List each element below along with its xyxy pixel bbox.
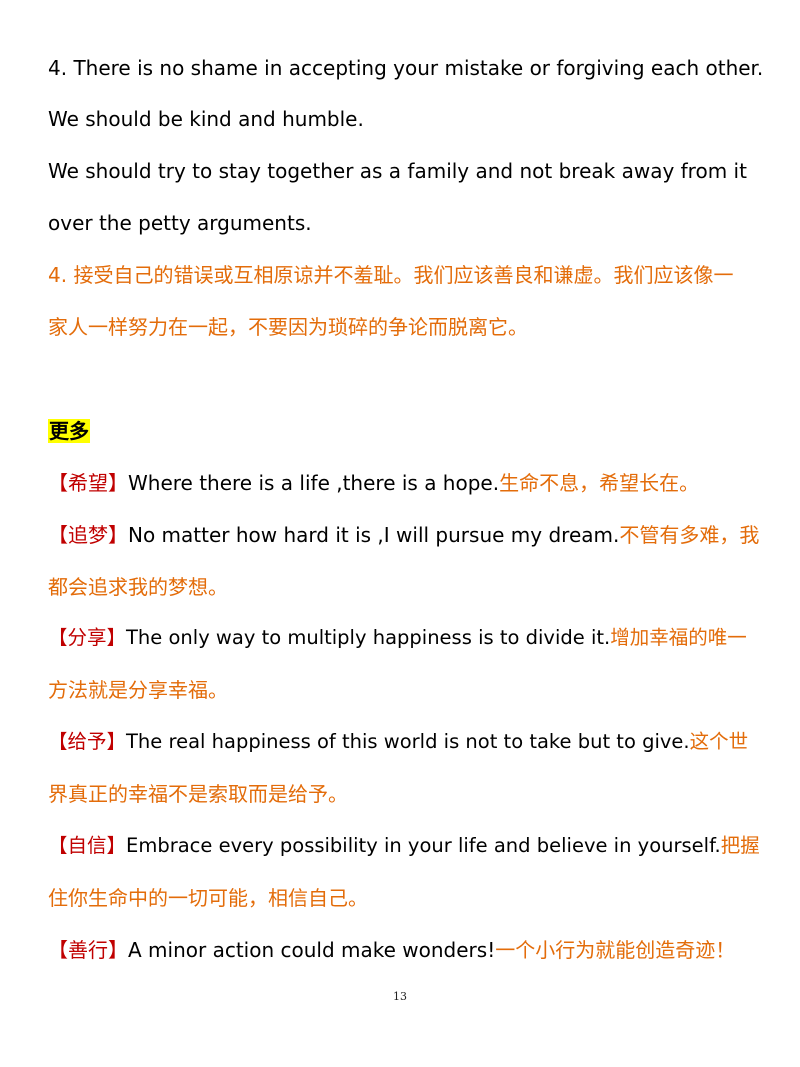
section-heading: 更多	[48, 417, 763, 445]
quote-confidence: 【自信】Embrace every possibility in your li…	[48, 832, 763, 860]
quote-tag: 【给予】	[48, 730, 127, 753]
quote-zh: 一个小行为就能创造奇迹！	[495, 938, 736, 962]
quote-kindness: 【善行】A minor action could make wonders!一个…	[48, 936, 763, 964]
en-line-4: over the petty arguments.	[48, 211, 312, 235]
quote-hope: 【希望】Where there is a life ,there is a ho…	[48, 469, 763, 497]
quote-zh: 生命不息，希望长在。	[499, 471, 700, 495]
quote-en: No matter how hard it is ,I will pursue …	[128, 523, 620, 547]
quote-tag: 【善行】	[48, 938, 128, 962]
quote-share-cont: 方法就是分享幸福。	[48, 678, 228, 702]
en-line-3: We should try to stay together as a fami…	[48, 159, 747, 183]
en-line-1: 4. There is no shame in accepting your m…	[48, 56, 764, 80]
quote-give-cont: 界真正的幸福不是索取而是给予。	[48, 782, 348, 806]
quote-en: The real happiness of this world is not …	[126, 730, 690, 753]
zh-line-1: 4. 接受自己的错误或互相原谅并不羞耻。我们应该善良和谦虚。我们应该像一	[48, 263, 734, 287]
quote-en: Where there is a life ,there is a hope.	[128, 471, 500, 495]
page-number: 13	[393, 990, 407, 1003]
quote-zh: 不管有多难，我	[619, 523, 760, 547]
quote-en: A minor action could make wonders!	[128, 938, 496, 962]
quote-tag: 【分享】	[48, 626, 127, 649]
quote-give: 【给予】The real happiness of this world is …	[48, 728, 763, 756]
zh-line-2: 家人一样努力在一起，不要因为琐碎的争论而脱离它。	[48, 315, 528, 339]
quote-dream: 【追梦】No matter how hard it is ,I will pur…	[48, 521, 763, 549]
quote-tag: 【自信】	[48, 834, 127, 857]
quote-zh: 把握	[720, 834, 760, 857]
quote-share: 【分享】The only way to multiply happiness i…	[48, 624, 763, 652]
en-line-2: We should be kind and humble.	[48, 107, 364, 131]
quote-zh: 这个世	[689, 730, 749, 753]
quote-tag: 【追梦】	[48, 523, 128, 547]
heading-highlight: 更多	[48, 419, 90, 443]
quote-dream-cont: 都会追求我的梦想。	[48, 575, 228, 599]
quote-en: Embrace every possibility in your life a…	[126, 834, 721, 857]
quote-tag: 【希望】	[48, 471, 128, 495]
quote-zh: 增加幸福的唯一	[610, 626, 747, 649]
quote-en: The only way to multiply happiness is to…	[126, 626, 611, 649]
quote-confidence-cont: 住你生命中的一切可能，相信自己。	[48, 886, 368, 910]
